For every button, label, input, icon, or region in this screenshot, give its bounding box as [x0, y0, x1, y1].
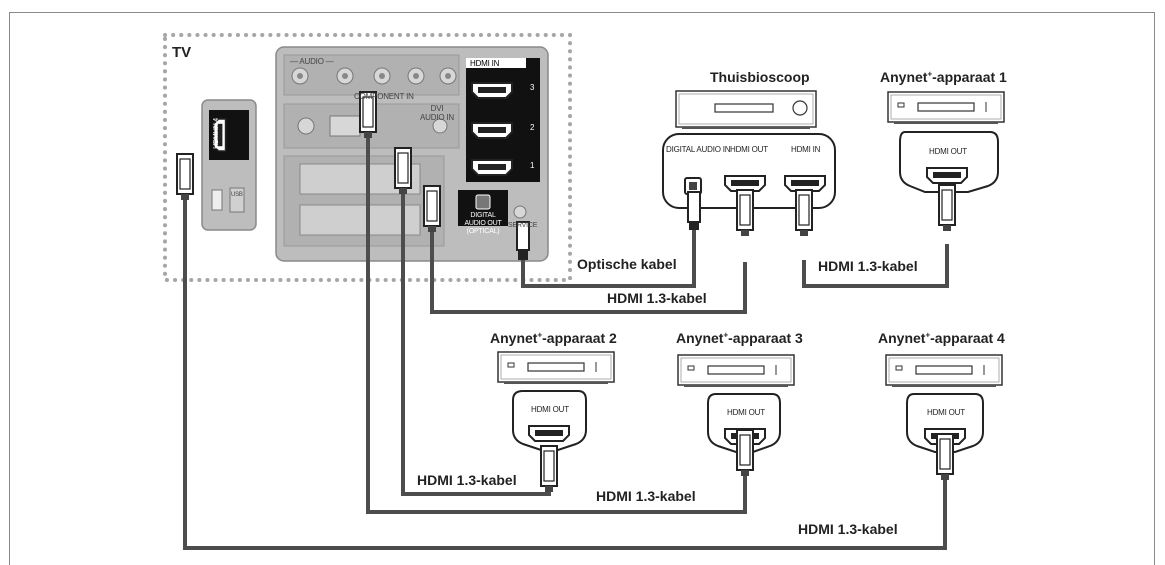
- cable-optical: [521, 226, 696, 288]
- anynet4-title: Anynet+-apparaat 4: [878, 330, 1005, 346]
- hdmi-cable-ht-in-label: HDMI 1.3-kabel: [818, 258, 918, 274]
- cable-anynet4: [183, 200, 947, 550]
- port-3-label: 3: [530, 83, 535, 92]
- hdmi-cable-dev2-label: HDMI 1.3-kabel: [417, 472, 517, 488]
- anynet1-port-label: HDMI OUT: [929, 147, 967, 156]
- optical-cable-label: Optische kabel: [577, 256, 677, 272]
- hdmi-cable-ht-out-label: HDMI 1.3-kabel: [607, 290, 707, 306]
- anynet2-title: Anynet+-apparaat 2: [490, 330, 617, 346]
- anynet2-port-label: HDMI OUT: [531, 405, 569, 414]
- ht-digital-audio-in-label: DIGITAL AUDIO IN: [666, 145, 731, 154]
- cables: [183, 128, 949, 550]
- tv-back-panel: [275, 46, 549, 262]
- ht-hdmi-in-label: HDMI IN: [791, 145, 821, 154]
- anynet-device-4: [885, 354, 1003, 453]
- cable-anynet3: [366, 128, 747, 514]
- anynet3-port-label: HDMI OUT: [727, 408, 765, 417]
- usb-label: USB: [231, 192, 243, 198]
- cable-ht-out: [430, 230, 747, 314]
- audio-label: — AUDIO —: [290, 57, 334, 66]
- anynet1-title: Anynet+-apparaat 1: [880, 69, 1007, 85]
- tv-side-panel: [201, 99, 257, 231]
- home-theater-unit: [662, 90, 836, 209]
- hdmi-cable-dev3-label: HDMI 1.3-kabel: [596, 488, 696, 504]
- dvi-audio-in-label: DVI AUDIO IN: [420, 104, 454, 122]
- service-label: SERVICE: [508, 222, 538, 229]
- port-1-label: 1: [530, 161, 535, 170]
- home-theater-title: Thuisbioscoop: [710, 69, 810, 85]
- anynet-device-2: [497, 351, 615, 451]
- anynet-device-1: [887, 91, 1005, 193]
- cable-ht-in: [802, 244, 949, 288]
- tv-label: TV: [172, 44, 192, 61]
- hdmi-cable-dev4-label: HDMI 1.3-kabel: [798, 521, 898, 537]
- cable-anynet2: [401, 158, 551, 496]
- anynet3-title: Anynet+-apparaat 3: [676, 330, 803, 346]
- digital-audio-out-label: DIGITAL AUDIO OUT (OPTICAL): [464, 212, 502, 235]
- anynet4-port-label: HDMI OUT: [927, 408, 965, 417]
- hdmi-in-label: HDMI IN: [470, 59, 500, 68]
- port-2-label: 2: [530, 123, 535, 132]
- ht-hdmi-out-label: HDMI OUT: [730, 145, 768, 154]
- hdmi-in4-label: HDMI IN 4: [213, 118, 220, 149]
- component-in-label: COMPONENT IN: [354, 92, 414, 101]
- figure-frame: [9, 12, 1155, 565]
